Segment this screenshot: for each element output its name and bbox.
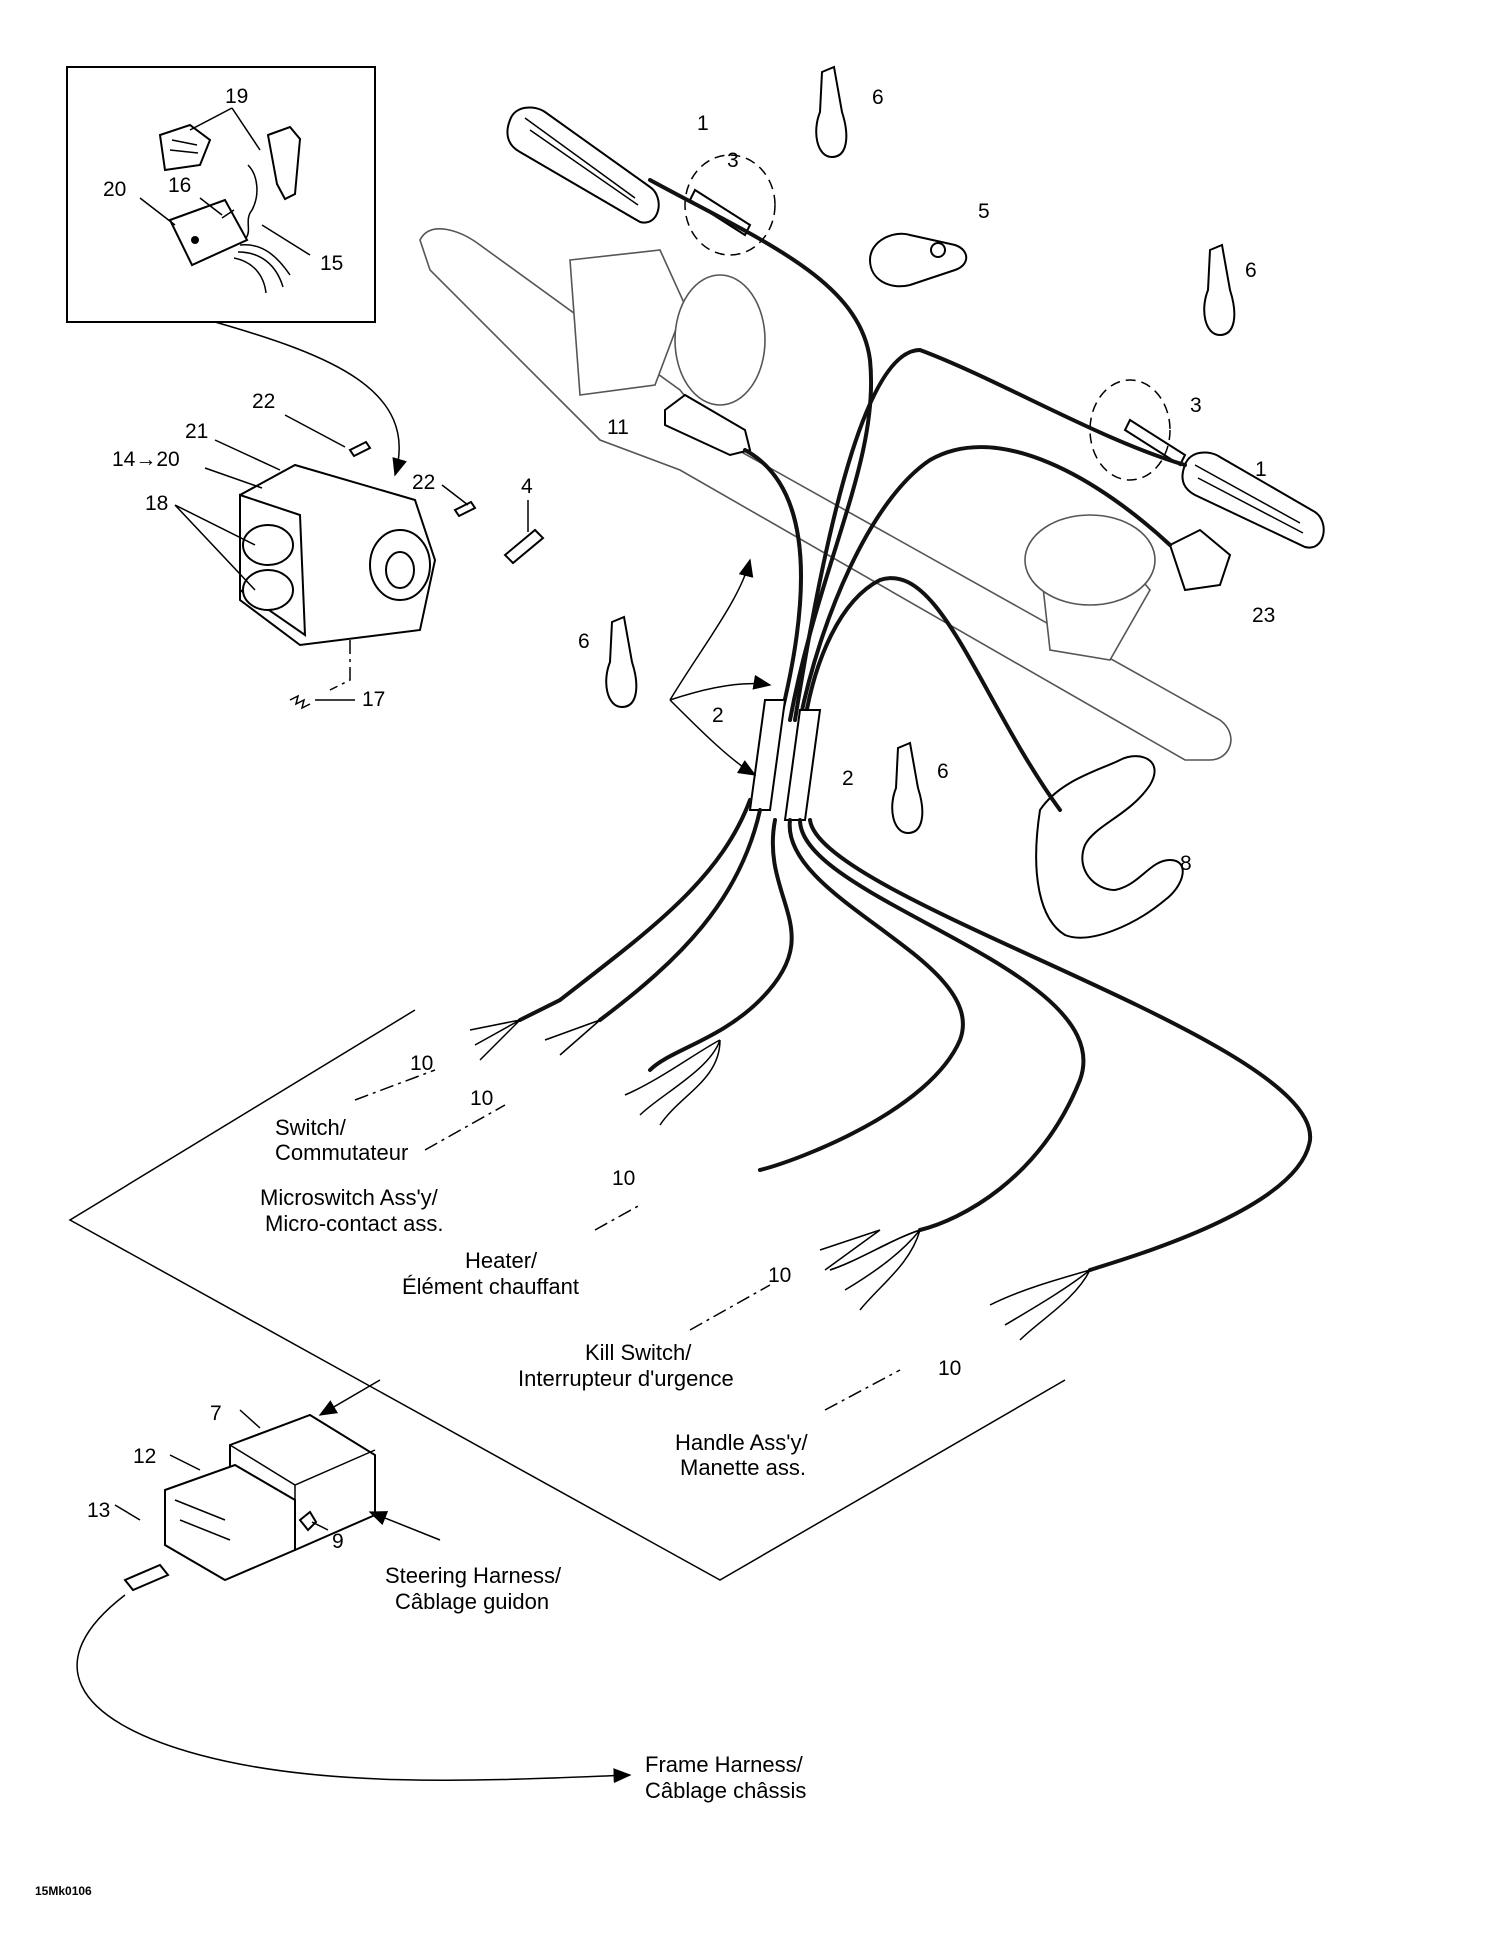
callout-1-right: 1 — [1255, 458, 1267, 481]
callout-10-handle: 10 — [938, 1357, 961, 1380]
callout-16: 16 — [168, 174, 191, 197]
clamp-5-icon — [868, 232, 968, 288]
callout-21: 21 — [185, 420, 208, 443]
callout-10-microswitch: 10 — [470, 1087, 493, 1110]
callout-14-20: 14→20 — [112, 448, 180, 471]
switch-housing-icon — [174, 414, 545, 710]
callout-22-upper: 22 — [252, 390, 275, 413]
callout-2-upper: 2 — [712, 704, 724, 727]
inset-box — [66, 66, 376, 323]
callout-7: 7 — [210, 1402, 222, 1425]
sleeve-2-right-icon — [783, 709, 822, 821]
spring-17-icon — [289, 694, 311, 710]
callout-11: 11 — [607, 416, 629, 439]
sleeve-3-right-icon — [1123, 418, 1187, 467]
wiring-harness — [518, 178, 1313, 1272]
connector-19-icon — [158, 123, 212, 172]
callout-8: 8 — [1180, 852, 1192, 875]
screw-22-upper-icon — [348, 440, 372, 458]
callout-6-left: 6 — [578, 630, 590, 653]
cable-tie-6-icons — [605, 65, 1236, 835]
board-20-icon — [168, 198, 249, 267]
caption-kill-switch-en: Kill Switch/ — [585, 1340, 692, 1365]
callout-1-left: 1 — [697, 112, 709, 135]
inset-link-line — [214, 321, 407, 477]
callout-18: 18 — [145, 492, 168, 515]
caption-heater-fr: Élément chauffant — [402, 1274, 579, 1299]
caption-kill-switch-fr: Interrupteur d'urgence — [518, 1366, 734, 1391]
callout-17: 17 — [362, 688, 385, 711]
terminal-13-icon — [123, 1563, 170, 1592]
callout-9: 9 — [332, 1530, 344, 1553]
caption-steering-harness-en: Steering Harness/ — [385, 1563, 562, 1588]
caption-steering-harness-fr: Câblage guidon — [395, 1589, 549, 1614]
callout-6-right: 6 — [1245, 259, 1257, 282]
handlebar-outline — [419, 228, 1232, 761]
pin-4-icon — [503, 528, 545, 565]
grip-1-right-icon — [1181, 451, 1325, 549]
callout-4: 4 — [521, 475, 533, 498]
callout-2-lower: 2 — [842, 767, 854, 790]
bracket-15-icon — [266, 125, 302, 201]
caption-switch-fr: Commutateur — [275, 1140, 408, 1165]
caption-switch-en: Switch/ — [275, 1115, 347, 1140]
callout-10-heater: 10 — [612, 1167, 635, 1190]
plug-11-icon — [664, 393, 752, 457]
callout-22-lower: 22 — [412, 471, 435, 494]
callout-12: 12 — [133, 1445, 156, 1468]
callout-23: 23 — [1252, 604, 1275, 627]
caption-microswitch-fr: Micro-contact ass. — [265, 1211, 444, 1236]
caption-frame-harness-fr: Câblage châssis — [645, 1778, 806, 1803]
caption-handle-en: Handle Ass'y/ — [675, 1430, 808, 1455]
callout-5: 5 — [978, 200, 990, 223]
connector-23-icon — [1168, 528, 1232, 592]
sleeve-2-left-icon — [748, 699, 787, 811]
drawing-code: 15Mk0106 — [35, 1884, 92, 1898]
callout-20: 20 — [103, 178, 126, 201]
frame-harness-arrow — [76, 1594, 632, 1784]
grip-1-left-icon — [506, 106, 660, 224]
screw-22-lower-icon — [453, 500, 477, 518]
callout-3-right: 3 — [1190, 394, 1202, 417]
terminal-clusters — [469, 1019, 1091, 1341]
callout-labels: 19 20 16 15 22 21 14→20 18 22 4 17 1 6 3… — [87, 85, 1275, 1553]
assembly-outline — [68, 1009, 1066, 1581]
callout-6-top: 6 — [872, 86, 884, 109]
callout-10-kill-switch: 10 — [768, 1264, 791, 1287]
callout-15: 15 — [320, 252, 343, 275]
captions: Switch/ Commutateur Microswitch Ass'y/ M… — [35, 1115, 808, 1898]
caption-frame-harness-en: Frame Harness/ — [645, 1752, 804, 1777]
callout-19: 19 — [225, 85, 248, 108]
callout-13: 13 — [87, 1499, 110, 1522]
caption-handle-fr: Manette ass. — [680, 1455, 806, 1480]
plug-9-icon — [298, 1510, 318, 1532]
handle-8-icon — [1035, 755, 1184, 939]
callout-6-lower: 6 — [937, 760, 949, 783]
caption-microswitch-en: Microswitch Ass'y/ — [260, 1185, 439, 1210]
callout-10-switch: 10 — [410, 1052, 433, 1075]
callout-3-left: 3 — [727, 149, 739, 172]
connector-12-icon — [164, 1463, 296, 1582]
caption-heater-en: Heater/ — [465, 1248, 538, 1273]
